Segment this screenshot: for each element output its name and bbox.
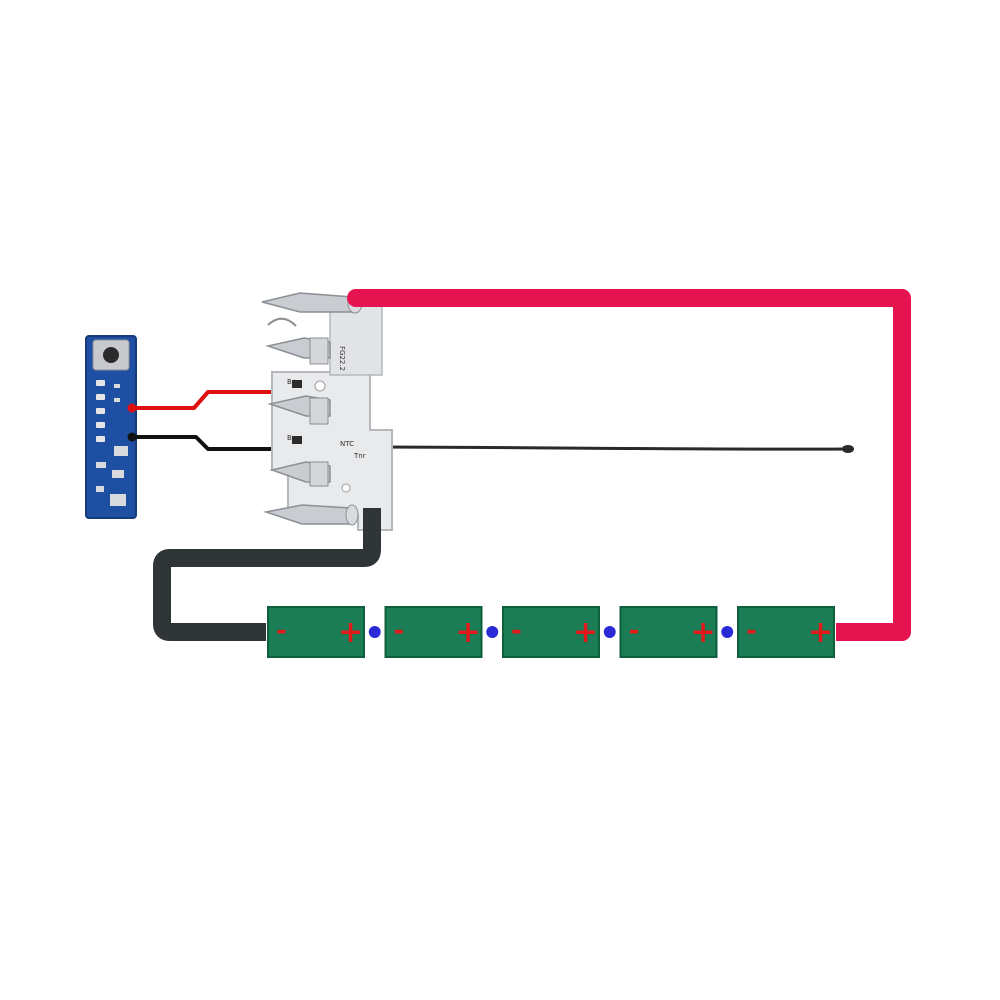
series-solder-joint: [368, 626, 381, 638]
silkscreen-b-plus: B+: [287, 378, 298, 386]
smd-component: [292, 380, 302, 388]
cell-positive-terminal: +: [691, 615, 716, 650]
silkscreen-b-minus: B-: [287, 434, 295, 442]
cell-negative-terminal: -: [746, 616, 757, 646]
smd-component: [292, 436, 302, 444]
terminal-contact-clip-icon: [269, 461, 331, 487]
series-solder-joint: [486, 626, 499, 638]
series-solder-joint: [721, 626, 734, 638]
series-solder-joint: [603, 626, 616, 638]
terminal-contact-clip-icon: [267, 395, 331, 425]
cell-body: [737, 606, 835, 658]
silkscreen-ntc: NTC: [340, 440, 354, 448]
cell-body: [384, 606, 483, 658]
ntc-thermistor-icon: [842, 445, 854, 453]
push-button-cap: [103, 347, 119, 363]
battery-cell: -+: [384, 606, 483, 658]
cell-positive-terminal: +: [338, 615, 363, 650]
battery-terminal-block: B+ NTC B- Tnr FG22.2: [261, 292, 393, 531]
signal-wire-positive: [132, 390, 290, 410]
cell-positive-terminal: +: [456, 615, 481, 650]
mounting-hole: [341, 483, 351, 493]
cell-body: [502, 606, 600, 658]
cell-negative-terminal: -: [276, 616, 287, 646]
silkscreen-board-id: FG22.2: [338, 346, 346, 371]
battery-cell: -+: [619, 606, 718, 658]
negative-main-wire: [153, 508, 381, 641]
cell-positive-terminal: +: [808, 615, 833, 650]
cell-body: [267, 606, 365, 658]
cell-negative-terminal: -: [629, 616, 640, 646]
cell-negative-terminal: -: [394, 616, 405, 646]
terminal-contact-clip-icon: [263, 504, 359, 526]
thermistor-lead-wire: [367, 445, 846, 451]
terminal-plate-top: [329, 304, 383, 376]
cell-body: [619, 606, 718, 658]
battery-cell: -+: [502, 606, 600, 658]
indicator-components: [96, 384, 128, 506]
positive-wire-cap: [347, 289, 365, 307]
battery-cell: -+: [737, 606, 835, 658]
indicator-leds: [96, 380, 105, 442]
cell-positive-terminal: +: [573, 615, 598, 650]
positive-main-wire: [356, 289, 911, 641]
mounting-hole: [314, 380, 326, 392]
terminal-contact-clip-icon: [265, 337, 331, 365]
battery-indicator-module: [85, 335, 137, 519]
signal-wire-negative: [132, 435, 290, 451]
battery-cell: -+: [267, 606, 365, 658]
cell-negative-terminal: -: [511, 616, 522, 646]
silkscreen-tnr: Tnr: [353, 452, 366, 460]
battery-cell-string: -+-+-+-+-+: [267, 606, 835, 658]
